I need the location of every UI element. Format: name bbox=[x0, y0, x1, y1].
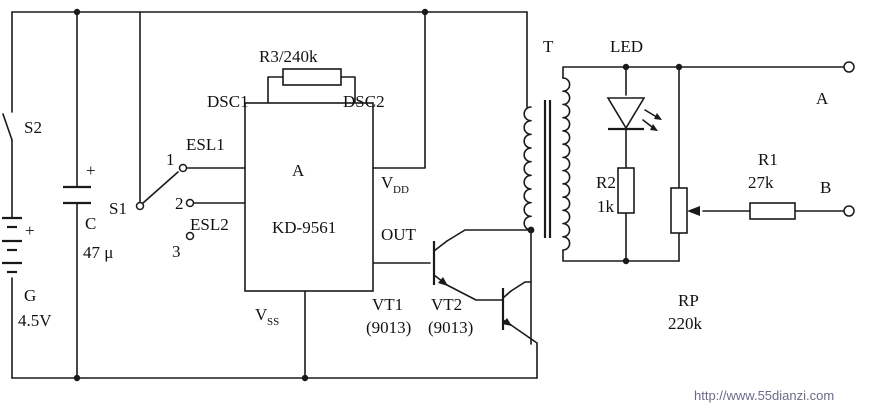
s1-contact-1 bbox=[178, 163, 188, 173]
secondary-coil bbox=[562, 77, 571, 251]
rp-body bbox=[670, 187, 688, 234]
junction-dot bbox=[73, 8, 81, 16]
battery-g bbox=[2, 216, 22, 274]
r1-label: R1 bbox=[758, 150, 778, 169]
esl2-label: ESL2 bbox=[190, 215, 229, 234]
junction-dot bbox=[301, 374, 309, 382]
terminal-a bbox=[843, 61, 855, 73]
led-ray-arrow bbox=[654, 113, 662, 120]
terminal-b bbox=[843, 205, 855, 217]
vt2-emitter-arrow bbox=[502, 318, 512, 326]
s2-switch-blade bbox=[2, 113, 13, 141]
ic-part-label: KD-9561 bbox=[272, 218, 336, 237]
s2-label: S2 bbox=[24, 118, 42, 137]
r3-label: R3/240k bbox=[259, 47, 318, 66]
vt1-collector-wire bbox=[446, 229, 532, 242]
vt1-emitter-wire bbox=[446, 284, 504, 301]
rp-label: RP bbox=[678, 291, 699, 310]
junction-dot bbox=[675, 63, 683, 71]
vt2-part-label: (9013) bbox=[428, 318, 473, 337]
vt2-label: VT2 bbox=[431, 295, 462, 314]
r2-label: R2 bbox=[596, 173, 616, 192]
r1-value-label: 27k bbox=[748, 173, 774, 192]
vt2-emitter-wire bbox=[510, 324, 538, 379]
s1-pos3-label: 3 bbox=[172, 242, 181, 261]
resistor-r1 bbox=[749, 202, 796, 220]
s1-pos1-label: 1 bbox=[166, 150, 175, 169]
cap-name-label: C bbox=[85, 214, 96, 233]
r2-value-label: 1k bbox=[597, 197, 615, 216]
vss-label: V bbox=[255, 305, 268, 324]
s1-label: S1 bbox=[109, 199, 127, 218]
vt1-part-label: (9013) bbox=[366, 318, 411, 337]
battery-plus-sign: + bbox=[25, 221, 35, 240]
vt1-emitter-arrow bbox=[438, 277, 448, 286]
transformer-t bbox=[523, 77, 571, 251]
junction-dot bbox=[622, 63, 630, 71]
junction-dot bbox=[421, 8, 429, 16]
s1-pos2-label: 2 bbox=[175, 194, 184, 213]
dsc2-wire bbox=[340, 76, 356, 104]
cap-value-label: 47 μ bbox=[83, 243, 113, 262]
vss-subscript: SS bbox=[267, 316, 279, 328]
vt1-collector bbox=[433, 240, 448, 252]
potentiometer-rp bbox=[670, 187, 700, 234]
vt1-label: VT1 bbox=[372, 295, 403, 314]
dsc1-wire bbox=[267, 76, 284, 104]
s1-switch bbox=[135, 163, 195, 241]
rp-value-label: 220k bbox=[668, 314, 703, 333]
labels: S2 + C 47 μ + G 4.5V S1 1 2 3 ESL1 ESL2 … bbox=[18, 37, 834, 403]
led-label: LED bbox=[610, 37, 643, 56]
s1-pivot bbox=[135, 201, 145, 211]
battery-value-label: 4.5V bbox=[18, 311, 52, 330]
led bbox=[606, 97, 662, 131]
battery-name-label: G bbox=[24, 286, 36, 305]
s1-switch-arm bbox=[142, 171, 179, 204]
vt2-collector-wire bbox=[510, 281, 532, 292]
cap-plus-sign: + bbox=[86, 161, 96, 180]
vt2-collector bbox=[502, 290, 512, 299]
resistor-r2 bbox=[617, 167, 635, 214]
wires bbox=[11, 11, 845, 379]
vdd-subscript: DD bbox=[393, 184, 409, 196]
transformer-label: T bbox=[543, 37, 554, 56]
rp-wiper-arrow bbox=[687, 206, 700, 216]
watermark-text: http://www.55dianzi.com bbox=[694, 388, 834, 403]
transistor-vt1 bbox=[432, 240, 448, 286]
secondary-bottom-wire bbox=[562, 249, 680, 262]
ic-ref-label: A bbox=[292, 161, 305, 180]
primary-coil bbox=[523, 106, 532, 231]
out-label: OUT bbox=[381, 225, 417, 244]
transistor-vt2 bbox=[501, 288, 512, 330]
led-ray-arrow bbox=[650, 124, 658, 131]
s1-contact-2 bbox=[185, 198, 195, 208]
led-triangle bbox=[606, 97, 646, 130]
dsc1-label: DSC1 bbox=[207, 92, 249, 111]
vdd-wire bbox=[372, 11, 426, 169]
dsc2-label: DSC2 bbox=[343, 92, 385, 111]
terminal-b-label: B bbox=[820, 178, 831, 197]
s1-contact-3 bbox=[185, 231, 195, 241]
junction-dot bbox=[73, 374, 81, 382]
s2-switch bbox=[2, 113, 13, 141]
esl1-label: ESL1 bbox=[186, 135, 225, 154]
vdd-label: V bbox=[381, 173, 394, 192]
junction-dot bbox=[622, 257, 630, 265]
capacitor-c bbox=[63, 185, 91, 205]
terminal-a-label: A bbox=[816, 89, 829, 108]
secondary-top-wire bbox=[562, 66, 845, 79]
ic-kd9561 bbox=[244, 102, 374, 292]
resistor-r3 bbox=[282, 68, 342, 86]
